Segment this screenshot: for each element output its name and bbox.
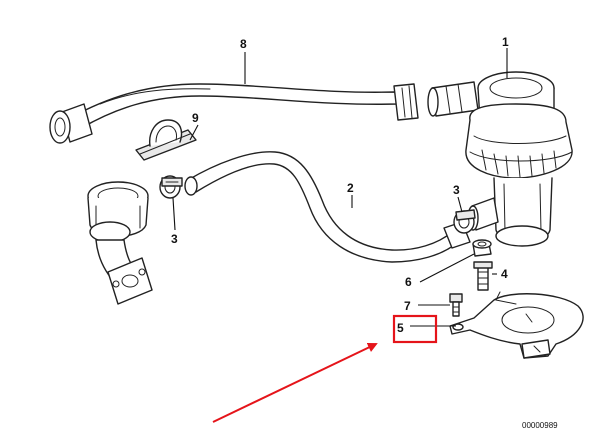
callout-4: 4: [501, 267, 508, 281]
callout-7: 7: [404, 299, 411, 313]
air-pump-1: [427, 71, 573, 247]
callout-1: 1: [502, 35, 509, 49]
hose-clamp-3-left: [159, 175, 183, 199]
mounting-bracket-5: [449, 291, 584, 359]
leader-lines: [172, 48, 508, 327]
callout-3-left: 3: [171, 232, 178, 246]
highlight-arrow: [212, 342, 378, 423]
highlight-box: [392, 314, 438, 344]
hose-2: [184, 151, 471, 263]
stud-bolt-4: [473, 261, 493, 291]
callout-9: 9: [192, 111, 199, 125]
callout-5: 5: [397, 321, 404, 335]
rubber-mount-6: [472, 239, 492, 257]
callout-2: 2: [347, 181, 354, 195]
hose-clamp-3-right: [453, 209, 476, 234]
clip-bracket-9: [135, 119, 197, 161]
valve-flange-assembly: [87, 181, 153, 305]
callout-8: 8: [240, 37, 247, 51]
diagram-reference-code: 00000989: [522, 421, 558, 430]
screw-7: [449, 293, 463, 317]
callout-6: 6: [405, 275, 412, 289]
hose-8: [49, 83, 419, 144]
callout-3-right: 3: [453, 183, 460, 197]
